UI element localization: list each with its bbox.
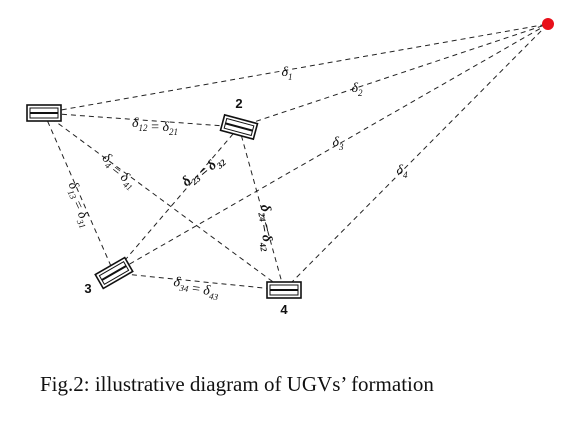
vehicle-2 [219,113,259,141]
edge-1-4 [43,112,285,291]
nodes-layer: 1234 [26,18,554,317]
vehicle-1 [26,104,62,122]
edge-label-3-4: δ34 = δ43 [172,275,221,302]
vehicle-id-3: 3 [84,281,91,296]
edge-label-2-3: δ23 = δ32 [179,148,228,194]
edge-label-1-target: δ1 [281,65,292,82]
edge-2-4 [238,126,285,291]
vehicle-4 [266,281,302,299]
vehicle-id-4: 4 [280,302,288,317]
edge-1-3 [43,112,115,274]
vehicle-id-2: 2 [235,96,242,111]
edge-1-target [43,23,549,114]
figure-caption: Fig.2: illustrative diagram of UGVs’ for… [40,372,434,396]
edge-3-4 [113,272,285,291]
edge-label-1-3: δ13 = δ31 [59,179,98,230]
edge-label-2-4: δ24 = δ42 [251,203,280,252]
edge-1-2 [43,112,240,128]
edge-label-1-2: δ12 = δ21 [132,116,178,137]
edge-label-1-4: δ4 = δ41 [95,151,141,193]
vehicle-3 [94,256,134,290]
edge-2-3 [113,126,240,274]
edges-layer [43,23,549,291]
edge-2-target [238,23,549,128]
edge-label-2-target: δ2 [351,81,363,98]
target-point [542,18,554,30]
edge-3-target [113,23,549,274]
edge-label-3-target: δ3 [332,135,344,152]
edge-label-4-target: δ4 [396,163,408,180]
